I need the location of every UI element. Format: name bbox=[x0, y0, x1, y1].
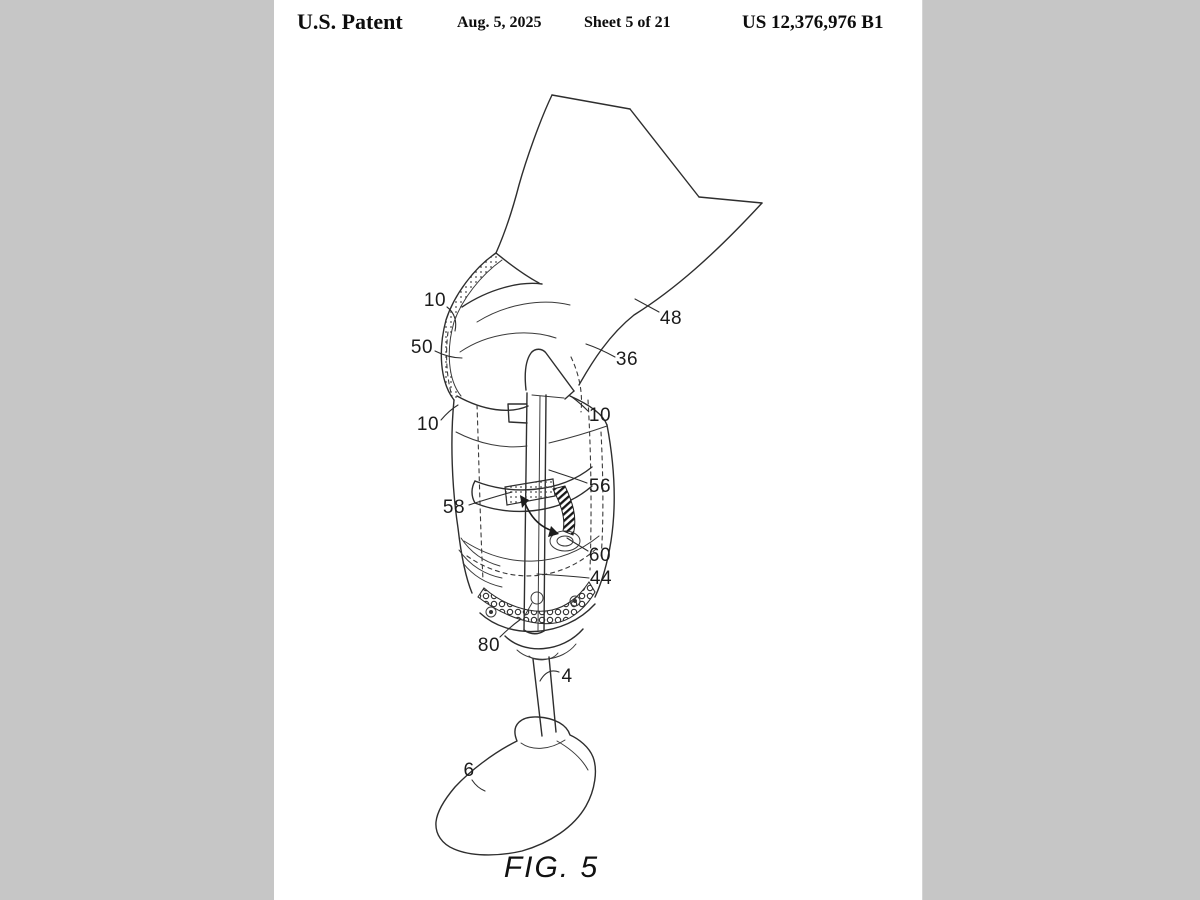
figure-caption: FIG. 5 bbox=[503, 851, 600, 884]
patent-figure-drawing bbox=[434, 94, 763, 856]
header-patent-number: US 12,376,976 B1 bbox=[742, 12, 884, 33]
leader-lines bbox=[434, 298, 660, 792]
knee-brace-shell bbox=[440, 252, 583, 413]
pylon bbox=[532, 656, 557, 737]
header-sheet-info: Sheet 5 of 21 bbox=[584, 14, 671, 31]
frame-upright-bar bbox=[507, 348, 575, 635]
header-date: Aug. 5, 2025 bbox=[457, 14, 542, 31]
header-publication: U.S. Patent bbox=[297, 9, 403, 34]
distal-assembly bbox=[477, 580, 596, 661]
patent-sheet: U.S. Patent Aug. 5, 2025 Sheet 5 of 21 U… bbox=[274, 0, 923, 900]
prosthetic-foot bbox=[435, 716, 597, 856]
strap-assembly bbox=[458, 466, 600, 588]
thigh-outline bbox=[495, 94, 763, 386]
